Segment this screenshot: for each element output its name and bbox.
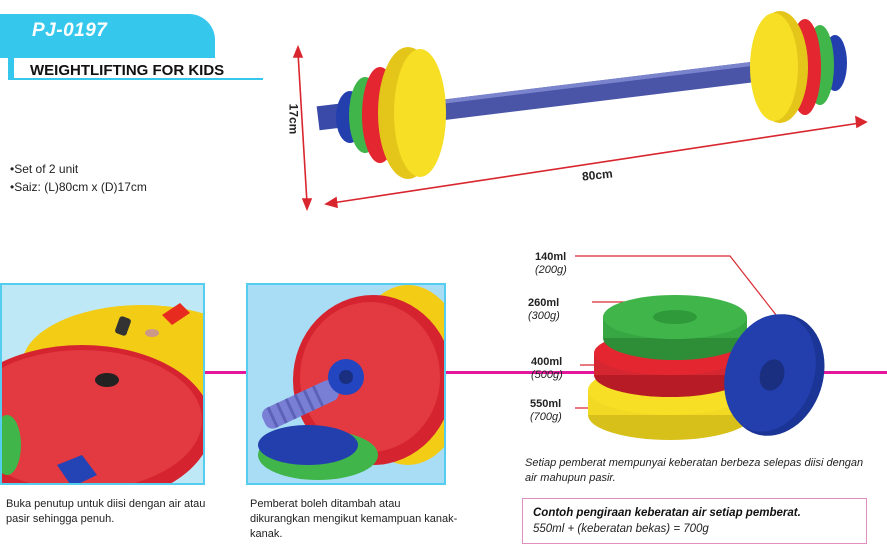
weight-ml: 400ml bbox=[531, 356, 563, 368]
diameter-label: 17cm bbox=[286, 103, 301, 135]
weight-note: Setiap pemberat mempunyai keberatan berb… bbox=[525, 457, 864, 484]
weight-label-550: 550ml (700g) bbox=[530, 398, 562, 424]
weight-ml: 260ml bbox=[528, 297, 560, 309]
weight-label-260: 260ml (300g) bbox=[528, 297, 560, 323]
weight-ml: 140ml bbox=[535, 251, 567, 263]
spec-list: Set of 2 unit Saiz: (L)80cm x (D)17cm bbox=[10, 160, 147, 196]
calculation-box: Contoh pengiraan keberatan air setiap pe… bbox=[522, 498, 867, 544]
product-code-tab bbox=[0, 14, 215, 58]
barbell-illustration bbox=[292, 11, 868, 212]
weight-g: (500g) bbox=[531, 369, 563, 381]
weight-stack-illustration bbox=[575, 255, 825, 440]
weight-g: (200g) bbox=[535, 264, 567, 276]
weight-g: (300g) bbox=[528, 310, 560, 322]
weight-ml: 550ml bbox=[530, 398, 562, 410]
caption-adjust: Pemberat boleh ditambah atau dikurangkan… bbox=[250, 498, 458, 540]
calculation-formula: 550ml + (keberatan bekas) = 700g bbox=[533, 523, 709, 535]
product-title: WEIGHTLIFTING FOR KIDS bbox=[30, 62, 225, 79]
caption-fill: Buka penutup untuk diisi dengan air atau… bbox=[6, 498, 206, 525]
spec-item: Set of 2 unit bbox=[10, 160, 147, 178]
add-plate-illustration bbox=[248, 285, 444, 483]
photo-add-plate bbox=[246, 283, 446, 485]
barbell bbox=[316, 11, 847, 179]
weight-label-140: 140ml (200g) bbox=[535, 251, 567, 277]
fill-cap-illustration bbox=[2, 285, 203, 483]
product-code: PJ-0197 bbox=[32, 20, 108, 41]
weight-g: (700g) bbox=[530, 411, 562, 423]
photo-fill-cap bbox=[0, 283, 205, 485]
title-accent-bar bbox=[8, 54, 14, 80]
calculation-title: Contoh pengiraan keberatan air setiap pe… bbox=[533, 507, 801, 519]
title-underline bbox=[8, 78, 263, 80]
spec-item: Saiz: (L)80cm x (D)17cm bbox=[10, 178, 147, 196]
weight-label-400: 400ml (500g) bbox=[531, 356, 563, 382]
dimension-lines bbox=[292, 44, 868, 212]
